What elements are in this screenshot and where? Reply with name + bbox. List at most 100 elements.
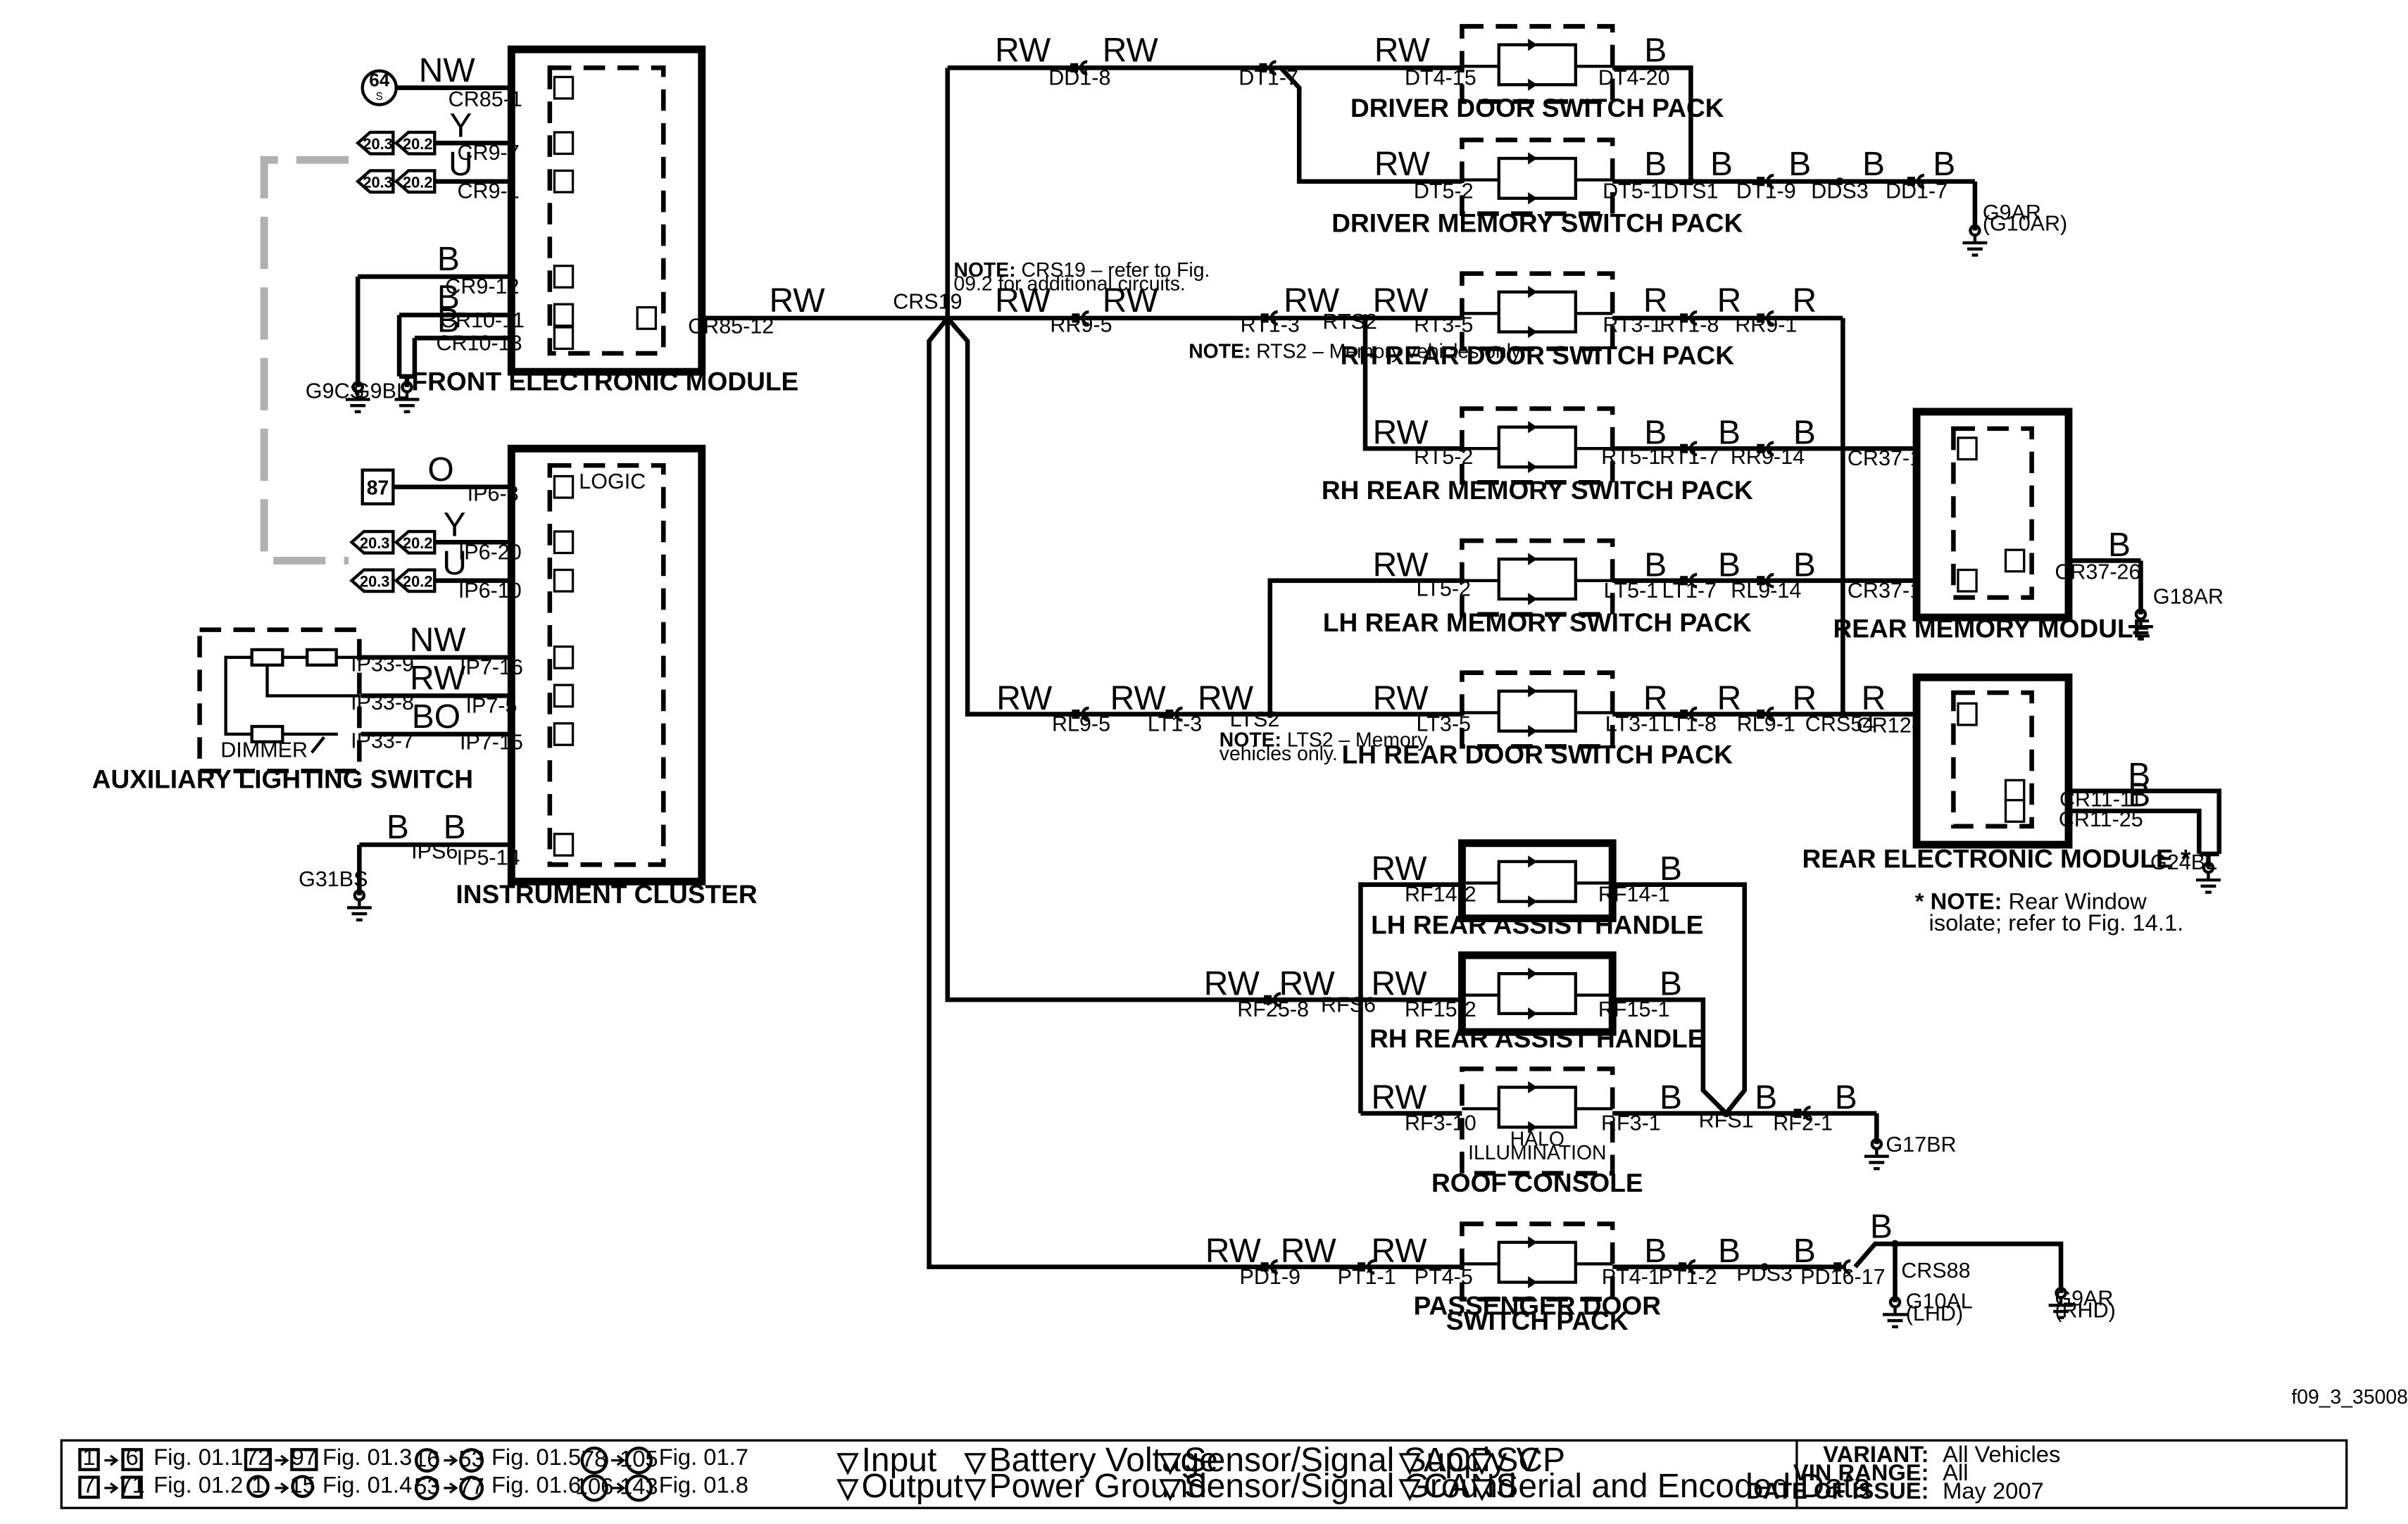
svg-text:Output: Output	[862, 1468, 963, 1505]
svg-text:B: B	[1793, 415, 1816, 452]
svg-text:B: B	[1870, 1208, 1893, 1245]
svg-text:NW: NW	[410, 622, 467, 659]
svg-text:B: B	[1793, 1233, 1816, 1270]
svg-text:R: R	[1862, 680, 1886, 717]
splice-dot	[1266, 710, 1274, 719]
led-bank	[1497, 558, 1578, 601]
connector-socket	[1273, 992, 1281, 1008]
svg-text:RT3-1: RT3-1	[1603, 313, 1662, 336]
connector	[1264, 995, 1272, 1005]
svg-text:Fig. 01.2: Fig. 01.2	[153, 1471, 243, 1497]
svg-text:CR85-1: CR85-1	[449, 87, 522, 111]
svg-text:143: 143	[620, 1473, 658, 1499]
svg-text:RF25-8: RF25-8	[1237, 997, 1309, 1021]
svg-text:R: R	[1717, 680, 1742, 717]
svg-text:RR9-1: RR9-1	[1735, 313, 1797, 336]
connector	[1165, 710, 1174, 719]
svg-text:RW: RW	[1110, 680, 1167, 717]
legend-symbol-icon	[1471, 1453, 1493, 1475]
svg-text:G18AR: G18AR	[2153, 585, 2224, 609]
connector-socket	[1766, 310, 1774, 326]
connector-socket	[1689, 572, 1698, 588]
svg-text:RW: RW	[1374, 32, 1431, 70]
svg-text:20.3: 20.3	[363, 135, 392, 153]
lh-rear-memory-switch-pack: LH REAR MEMORY SWITCH PACK	[1323, 538, 1752, 637]
svg-text:CR9-12: CR9-12	[445, 275, 519, 298]
splice-dot	[1361, 314, 1369, 322]
svg-text:RW: RW	[1371, 850, 1427, 888]
svg-text:IP6-3: IP6-3	[468, 481, 519, 505]
svg-text:Fig. 01.7: Fig. 01.7	[659, 1444, 748, 1470]
rear-memory-module-title: REAR MEMORY MODULE	[1833, 614, 2150, 643]
connector-socket	[1766, 441, 1774, 457]
svg-text:15: 15	[289, 1471, 315, 1497]
splice-dot	[1836, 177, 1844, 186]
svg-text:RW: RW	[1279, 966, 1336, 1003]
svg-text:RF14-2: RF14-2	[1405, 883, 1476, 907]
svg-text:RFS6: RFS6	[1321, 993, 1376, 1017]
svg-text:IP7-16: IP7-16	[460, 655, 523, 679]
svg-text:IPS6: IPS6	[411, 840, 458, 864]
connector-socket	[1689, 706, 1698, 722]
figure-id: f09_3_35008	[2291, 1386, 2408, 1409]
svg-text:PD16-17: PD16-17	[1800, 1265, 1885, 1289]
svg-text:CR37-26: CR37-26	[2055, 560, 2140, 584]
svg-text:IP7-5: IP7-5	[465, 693, 517, 717]
legend-symbol-icon	[964, 1479, 986, 1501]
svg-text:Sensor/Signal Ground: Sensor/Signal Ground	[1184, 1468, 1517, 1505]
svg-text:B: B	[1660, 850, 1682, 888]
connector-socket	[1917, 173, 1925, 189]
svg-text:IP6-20: IP6-20	[458, 540, 522, 564]
svg-text:PT4-5: PT4-5	[1415, 1265, 1473, 1289]
splice-dot	[1891, 1240, 1899, 1248]
svg-text:B: B	[1644, 146, 1667, 183]
svg-text:RR9-5: RR9-5	[1050, 313, 1112, 336]
svg-text:LT1-3: LT1-3	[1148, 712, 1202, 736]
splice-dot	[1686, 177, 1695, 186]
legend-symbol-icon	[1159, 1479, 1181, 1501]
legend-fig-1: 1 6 Fig. 01.1 7 71 Fig. 01.2 72 97 Fig. …	[78, 1444, 748, 1502]
svg-text:Fig. 01.1: Fig. 01.1	[153, 1444, 243, 1470]
svg-text:LT1-8: LT1-8	[1662, 712, 1717, 736]
module-pin-glyph	[553, 530, 575, 555]
svg-text:U: U	[442, 545, 467, 582]
connector-socket	[1269, 1259, 1278, 1275]
connector	[1678, 1262, 1686, 1272]
connector-socket	[1079, 60, 1088, 76]
svg-text:CR10-13: CR10-13	[436, 332, 522, 355]
svg-text:RF3-10: RF3-10	[1405, 1111, 1476, 1135]
svg-text:106: 106	[575, 1473, 614, 1499]
module-pin-glyph	[636, 306, 657, 330]
driver-door-switch-pack: DRIVER DOOR SWITCH PACK	[1350, 24, 1724, 122]
passenger-door-switch-pack: PASSENGER DOOR SWITCH PACK	[1414, 1221, 1661, 1335]
svg-text:NOTE: LTS2 – Memory: NOTE: LTS2 – Memory	[1219, 729, 1428, 751]
svg-text:R: R	[1792, 680, 1817, 717]
svg-text:CR11-25: CR11-25	[2059, 807, 2143, 831]
led-bank	[1497, 156, 1578, 200]
connector	[1260, 1262, 1269, 1272]
rear-electronic-module-title: REAR ELECTRONIC MODULE *	[1802, 844, 2191, 874]
svg-text:B: B	[1660, 1079, 1682, 1116]
svg-text:B: B	[444, 809, 466, 846]
connector-socket	[1081, 706, 1089, 722]
legend-symbol-icon	[1471, 1479, 1493, 1501]
led-icon	[1528, 1081, 1538, 1134]
svg-text:B: B	[1755, 1079, 1777, 1116]
connector	[1072, 710, 1080, 719]
svg-text:RW: RW	[996, 680, 1053, 717]
module-pin-glyph	[553, 326, 575, 351]
svg-text:Y: Y	[444, 507, 466, 544]
svg-text:U: U	[449, 146, 473, 183]
svg-text:R: R	[1643, 282, 1668, 320]
svg-text:RT3-5: RT3-5	[1414, 313, 1473, 336]
svg-text:LT5-2: LT5-2	[1417, 577, 1471, 601]
svg-text:IP7-15: IP7-15	[460, 731, 523, 755]
svg-text:B: B	[1788, 146, 1811, 183]
rh-rear-door-switch-pack: RH REAR DOOR SWITCH PACK	[1341, 271, 1734, 370]
svg-text:CR9-7: CR9-7	[458, 141, 520, 165]
svg-text:1: 1	[82, 1444, 95, 1470]
passenger-door-title-1: PASSENGER DOOR	[1414, 1290, 1661, 1320]
svg-text:72: 72	[245, 1444, 270, 1470]
legend-arrow-icon	[444, 1482, 458, 1494]
svg-text:B: B	[437, 241, 460, 278]
